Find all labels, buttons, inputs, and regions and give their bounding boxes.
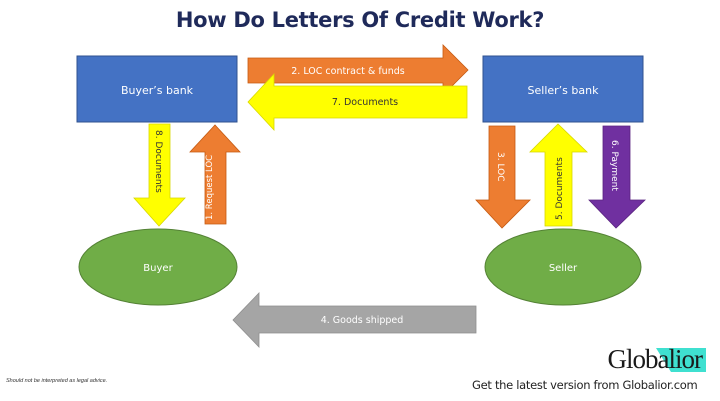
seller-node: Seller	[484, 228, 642, 306]
buyers-bank-label: Buyer’s bank	[121, 84, 194, 97]
arrow-step1-label: 1. Request LOC	[205, 155, 215, 220]
logo-wordmark: Globalior	[607, 344, 703, 374]
footer-tagline: Get the latest version from Globalior.co…	[472, 378, 698, 392]
arrow-step8: 8. Documents	[133, 123, 186, 227]
arrow-step1: 1. Request LOC	[189, 124, 241, 225]
arrow-step2: 2. LOC contract & funds	[247, 44, 469, 96]
arrow-step6: 6. Payment	[588, 125, 646, 229]
arrow-step4: 4. Goods shipped	[232, 292, 477, 348]
sellers-bank-node: Seller’s bank	[482, 55, 644, 123]
arrow-step2-label: 2. LOC contract & funds	[291, 66, 404, 77]
arrow-step7-label: 7. Documents	[332, 97, 398, 108]
seller-label: Seller	[549, 263, 578, 274]
buyer-node: Buyer	[78, 228, 238, 306]
arrow-step7: 7. Documents	[247, 72, 468, 132]
arrow-step8-label: 8. Documents	[153, 130, 163, 193]
arrow-step3-label: 3. LOC	[495, 152, 505, 182]
buyer-label: Buyer	[143, 263, 173, 274]
diagram-title: How Do Letters Of Credit Work?	[175, 8, 545, 32]
arrow-step4-label: 4. Goods shipped	[321, 315, 404, 326]
buyers-bank-node: Buyer’s bank	[76, 55, 238, 123]
sellers-bank-label: Seller’s bank	[528, 84, 600, 97]
arrow-step6-label: 6. Payment	[609, 140, 619, 191]
arrow-step5-label: 5. Documents	[555, 157, 565, 220]
arrow-step3: 3. LOC	[475, 125, 531, 229]
arrow-step5: 5. Documents	[529, 123, 588, 227]
legal-disclaimer: Should not be interpreted as legal advic…	[6, 378, 108, 384]
globalior-logo: Globalior	[588, 344, 708, 374]
